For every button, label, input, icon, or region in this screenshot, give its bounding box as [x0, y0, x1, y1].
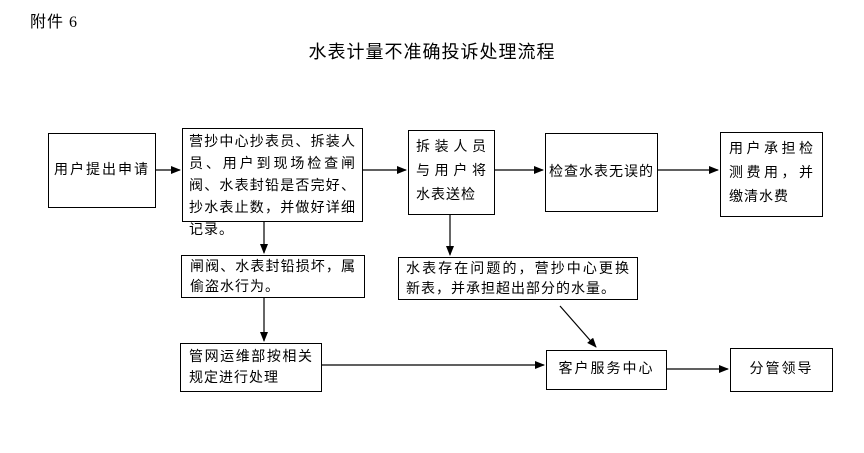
page-title: 水表计量不准确投诉处理流程 — [308, 42, 556, 62]
node-send-meter-for-testing: 拆装人员与用户将水表送检 — [408, 130, 495, 215]
node-pipe-network-dept: 管网运维部按相关规定进行处理 — [180, 343, 322, 392]
node-meter-checked-ok: 检查水表无误的 — [545, 133, 658, 212]
node-user-application: 用户提出申请 — [48, 133, 156, 208]
node-user-pays-testing-fee: 用户承担检测费用，并缴清水费 — [720, 132, 823, 217]
node-leader-in-charge: 分管领导 — [730, 348, 833, 392]
node-customer-service-center: 客户服务中心 — [546, 350, 667, 390]
node-seal-damaged-theft: 闸阀、水表封铅损坏，属偷盗水行为。 — [181, 255, 365, 298]
arrow-meter-problem-to-service-center — [559, 305, 597, 348]
node-meter-problem-replace: 水表存在问题的，营抄中心更换新表，并承担超出部分的水量。 — [398, 257, 638, 300]
attachment-label: 附件 6 — [30, 14, 79, 31]
node-site-inspection: 营抄中心抄表员、拆装人员、用户到现场检查闸阀、水表封铅是否完好、抄水表止数，并做… — [182, 128, 363, 238]
